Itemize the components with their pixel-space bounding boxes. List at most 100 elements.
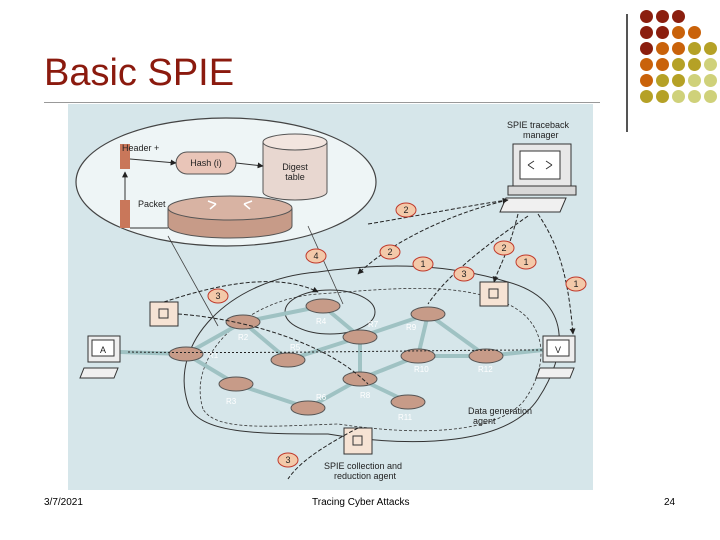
host-a-workstation: A	[79, 335, 121, 379]
digest-table-top	[262, 133, 328, 151]
dga-header-label: Header +	[122, 143, 159, 153]
router-r10: R10	[400, 348, 436, 374]
slide-title: Basic SPIE	[44, 52, 235, 94]
step-badge-3-label: 3	[285, 455, 290, 465]
scar-label-line1: SPIE collection and	[324, 461, 402, 471]
digest-label: Digest	[282, 162, 308, 172]
decor-dot	[704, 42, 717, 55]
router-r3-label: R3	[226, 397, 237, 406]
manager-keyboard-icon	[499, 197, 567, 213]
router-r1-label: R1	[208, 351, 219, 360]
digest-table-label: table	[285, 172, 305, 182]
decor-dot	[688, 26, 701, 39]
router-r4-label: R4	[316, 317, 327, 326]
step-badge-2: 2	[379, 244, 401, 260]
step-badge-3-label: 3	[215, 291, 220, 301]
step-badge-4	[518, 255, 538, 269]
step-badge-2-label: 2	[403, 205, 408, 215]
step-badge-1-label: 1	[573, 279, 578, 289]
manager-screen	[519, 150, 561, 180]
router-r4: R4	[305, 298, 341, 326]
zoom-guide-line	[307, 225, 344, 305]
decor-dot	[688, 90, 701, 103]
step-badge-3: 3	[207, 288, 229, 304]
step-badge-1-label: 1	[523, 257, 528, 267]
decor-dot	[672, 90, 685, 103]
router-r1: R1	[168, 346, 219, 362]
router-r8-label: R8	[360, 391, 371, 400]
scar-agent-right	[479, 281, 509, 307]
router-r9-label: R9	[406, 323, 417, 332]
decor-dot	[704, 58, 717, 71]
title-horizontal-rule	[44, 102, 600, 103]
decor-dot	[656, 26, 669, 39]
manager-label-line1: SPIE traceback	[507, 120, 570, 130]
host-v-label: V	[555, 345, 561, 355]
router-r5-label: R5	[290, 343, 301, 352]
decorative-dot-grid	[640, 10, 718, 110]
manager-label-line2: manager	[523, 130, 559, 140]
footer-date: 3/7/2021	[44, 497, 83, 508]
decor-dot	[672, 42, 685, 55]
decor-dot	[656, 74, 669, 87]
step-badge-3-label: 3	[461, 269, 466, 279]
detail-router-top	[167, 195, 293, 221]
decor-dot	[704, 74, 717, 87]
router-arrows-icon	[207, 200, 253, 210]
step-badge-4: 4	[305, 248, 327, 264]
header-block-icon	[120, 144, 130, 169]
decor-dot	[672, 26, 685, 39]
decor-dot	[688, 74, 701, 87]
router-r12: R12	[468, 348, 504, 374]
decor-dot	[656, 42, 669, 55]
step-badge-1: 1	[412, 256, 434, 272]
traceback-query-paths	[127, 197, 576, 480]
step-badge-2: 2	[493, 240, 515, 256]
scar-agent-bottom	[343, 427, 373, 455]
step-badge-1: 1	[565, 276, 587, 292]
decor-dot	[688, 42, 701, 55]
step-badge-1: 1	[515, 254, 537, 270]
router-r9: R9	[406, 306, 446, 332]
decor-dot	[672, 58, 685, 71]
dga-label-line2: agent	[473, 416, 496, 426]
spie-architecture-diagram: Header + Packet Hash (i) Digest table SP…	[68, 104, 593, 490]
decor-dot	[672, 10, 685, 23]
manager-screen-arrows-icon	[527, 160, 553, 170]
host-v-workstation: V	[535, 335, 576, 379]
dga-label-line1: Data generation	[468, 406, 532, 416]
router-r7: R7	[342, 320, 379, 345]
router-r10-label: R10	[414, 365, 429, 374]
router-r11: R11	[390, 394, 426, 422]
step-badge-3: 3	[453, 266, 475, 282]
decor-dot	[640, 58, 653, 71]
router-r3: R3	[218, 376, 254, 406]
hash-to-digest-arrow	[235, 162, 264, 169]
footer-title: Tracing Cyber Attacks	[312, 497, 410, 508]
step-badge-4-label: 4	[313, 251, 318, 261]
scar-agent-left	[149, 301, 179, 327]
decor-dot	[640, 90, 653, 103]
decor-dot	[640, 26, 653, 39]
decor-dot	[656, 90, 669, 103]
router-r11-label: R11	[398, 413, 413, 422]
zoom-guide-line	[167, 235, 219, 327]
decor-dot	[688, 58, 701, 71]
decor-dot	[672, 74, 685, 87]
decor-dot	[656, 58, 669, 71]
step-badge-3: 3	[277, 452, 299, 468]
step-badge-2: 2	[395, 202, 417, 218]
network-boundary-inner	[199, 287, 542, 432]
decor-dot	[640, 74, 653, 87]
dga-packet-label: Packet	[138, 199, 166, 209]
decor-dot	[704, 90, 717, 103]
router-r6-label: R6	[316, 393, 327, 402]
manager-base	[507, 185, 577, 196]
network-boundary	[183, 265, 560, 443]
step-badge-2-label: 2	[501, 243, 506, 253]
title-vertical-rule	[626, 14, 628, 132]
router-r8: R8	[342, 371, 378, 400]
step-badges: 1 1 1 2 2 2 3 3 3 4	[207, 202, 587, 468]
decor-dot	[640, 42, 653, 55]
router-r2-label: R2	[238, 333, 249, 342]
